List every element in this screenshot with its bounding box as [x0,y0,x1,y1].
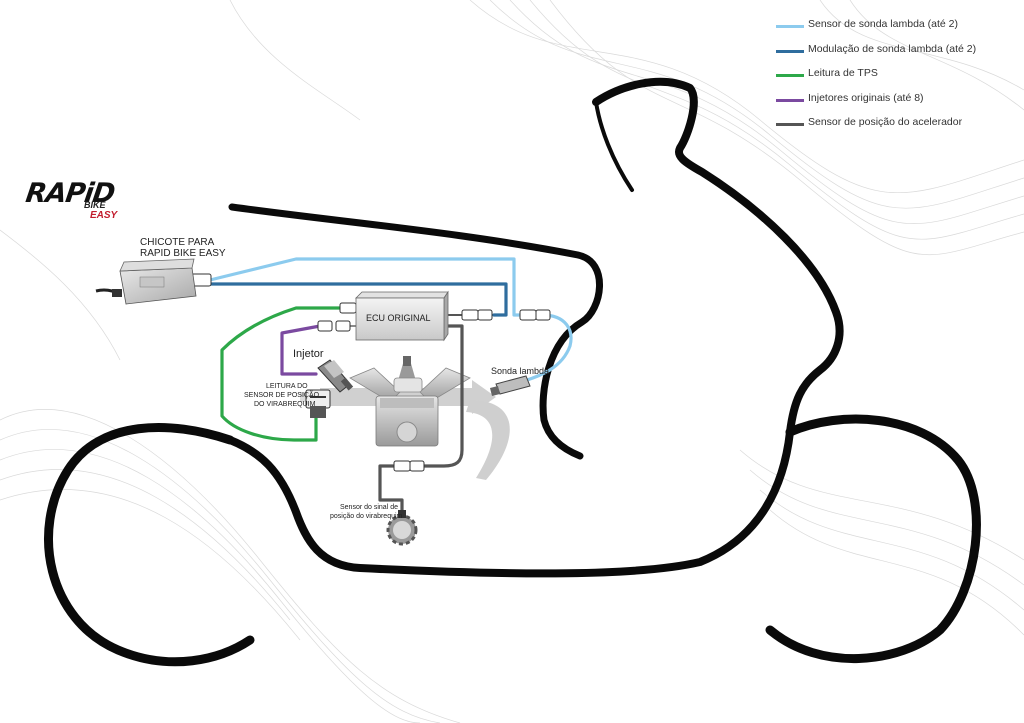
crank-gear [386,510,418,546]
crank-read-sensor [305,389,331,418]
tank-line [228,203,603,460]
legend-item-injectors: Injetores originais (até 8) [776,92,1016,117]
crank-read-label-line2: SENSOR DE POSIÇÃO [244,392,320,399]
connector-injector-a [317,320,333,332]
legend-swatch [776,25,804,28]
legend-swatch [776,74,804,77]
legend-swatch [776,49,804,53]
crank-read-label-line3: DO VIRABREQUIM [254,401,316,408]
lambda-probe [490,375,531,396]
crank-signal-label-line2: posição do virabrequim [330,513,403,520]
legend-item-tps: Leitura de TPS [776,67,1016,92]
wire-tps [220,306,358,442]
connector-crank-b [409,460,425,472]
wire-lambda-modulation [208,282,508,317]
rapid-bike-module [95,258,197,305]
fairing-inner [594,100,634,192]
wires [208,257,573,514]
crank-signal-label-line1: Sensor do sinal de [340,504,398,511]
legend-label: Injetores originais (até 8) [808,91,924,104]
ecu-box [355,290,449,342]
legend-item-lambda-modulation: Modulação de sonda lambda (até 2) [776,43,1016,68]
legend-label: Sensor de posição do acelerador [808,116,963,128]
legend-label: Sensor de sonda lambda (até 2) [808,18,959,30]
front-wheel-arc [765,414,981,664]
legend-label: Leitura de TPS [808,67,878,79]
connector-lambda-b [535,309,551,321]
legend: Sensor de sonda lambda (até 2) Modulação… [776,18,1016,141]
injector-label: Injetor [293,348,324,360]
legend-swatch [776,98,804,102]
legend-item-lambda-sensor: Sensor de sonda lambda (até 2) [776,18,1016,43]
engine-graphic [300,356,510,480]
ecu-label: ECU ORIGINAL [366,313,431,323]
logo-easy-text: EASY [90,210,118,221]
logo-bike-text: BIKE [84,200,106,210]
legend-item-throttle: Sensor de posição do acelerador [776,116,1016,141]
connector-ecu-right-a [461,309,479,321]
harness-label-line1: CHICOTE PARA [140,237,215,248]
rapid-bike-easy-logo: RAPiD BIKE EASY [24,178,126,226]
rear-wheel-arc [44,423,255,667]
legend-swatch [776,123,804,126]
connector-injector-b [335,320,351,332]
connector-ecu-tps [339,302,357,314]
connector-lambda-a [519,309,537,321]
exhaust-curve [466,400,510,480]
motorcycle-outline [44,77,981,667]
connector-crank-a [393,460,411,472]
legend-label: Modulação de sonda lambda (até 2) [808,42,977,55]
wire-injector [280,324,322,376]
injector-part [317,359,354,393]
harness-label-line2: RAPID BIKE EASY [140,248,226,259]
connector-ecu-right-b [477,309,493,321]
crank-read-label-line1: LEITURA DO [266,383,308,390]
fairing-outline [226,77,844,578]
wire-throttle [378,324,464,514]
lambda-label: Sonda lambda [491,366,550,376]
